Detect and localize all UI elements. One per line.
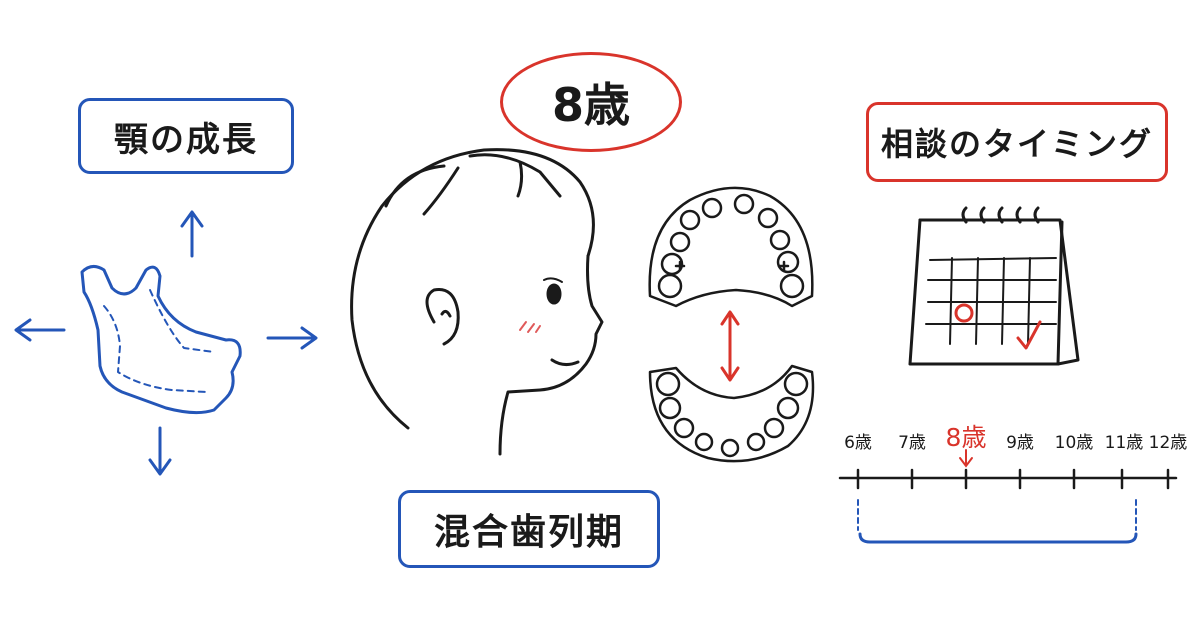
age-label: 8歳 xyxy=(500,52,682,152)
timeline-tick-12: 12歳 xyxy=(1148,433,1188,453)
upper-arch-icon xyxy=(648,186,814,308)
timeline xyxy=(838,449,1178,544)
timeline-tick-6: 6歳 xyxy=(844,433,872,453)
timeline-tick-9: 9歳 xyxy=(1006,433,1034,453)
calendar-icon xyxy=(908,206,1080,366)
timeline-tick-10: 10歳 xyxy=(1054,433,1094,453)
timeline-tick-11: 11歳 xyxy=(1104,433,1144,453)
jaw-icon xyxy=(80,265,242,415)
child-profile-icon xyxy=(350,148,604,456)
growth-arrows-icon xyxy=(14,210,318,476)
timeline-tick-7: 7歳 xyxy=(898,433,926,453)
mixed-dentition-label: 混合歯列期 xyxy=(398,490,660,568)
timeline-tick-8: 8歳 xyxy=(945,423,987,452)
bite-arrow-icon xyxy=(720,310,740,382)
lower-arch-icon xyxy=(648,364,815,463)
consult-timing-label: 相談のタイミング xyxy=(866,102,1168,182)
jaw-growth-label: 顎の成長 xyxy=(78,98,294,174)
